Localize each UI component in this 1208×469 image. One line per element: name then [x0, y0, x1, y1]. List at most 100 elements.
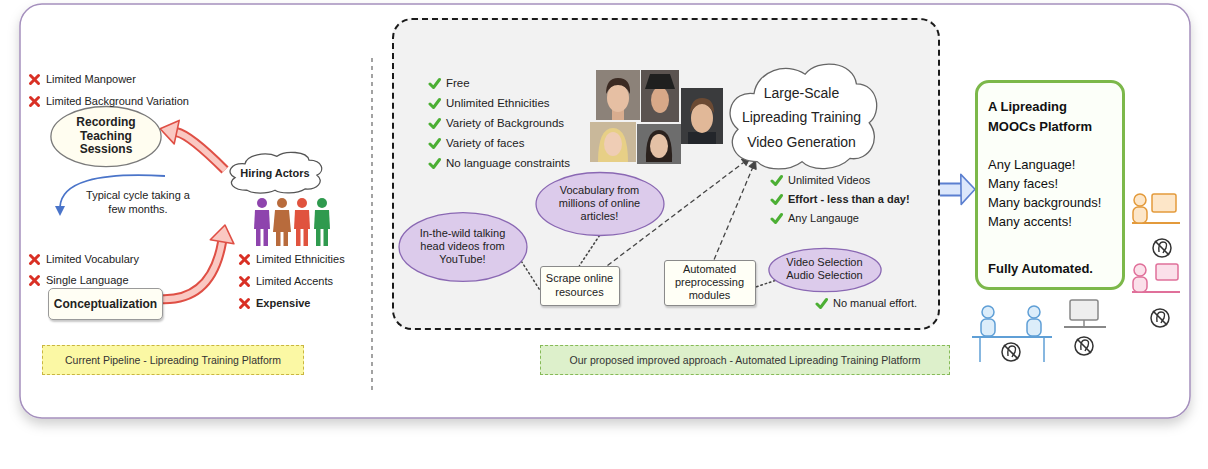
stand [1083, 320, 1085, 327]
hair [598, 128, 628, 162]
cross-icon [28, 73, 41, 86]
source-ellipse: Vocabulary from millions of online artic… [535, 172, 665, 236]
connector-line [714, 168, 752, 260]
text-row: Free [428, 76, 470, 90]
text-area: Hiring Actors [227, 155, 323, 191]
table [972, 336, 1052, 338]
drawback-text: Limited Accents [256, 274, 333, 288]
body [1133, 277, 1147, 292]
label-row: Limited Vocabulary [28, 252, 139, 266]
check-icon [815, 297, 828, 310]
connector-line [940, 184, 961, 194]
cross-stroke [241, 299, 249, 307]
arrow-head [55, 206, 65, 216]
check-stroke [772, 214, 782, 222]
deaf-icon [1151, 309, 1169, 327]
node-text: Automated preprocessing modules [668, 263, 752, 303]
platform-box: A Lipreading MOOCs PlatformAny Language!… [975, 80, 1125, 290]
cross-icon [238, 253, 251, 266]
drawback-text: Limited Manpower [46, 72, 136, 86]
text-area: Scrape online resources [544, 268, 616, 304]
label-row: Limited Ethnicities [238, 252, 345, 266]
text-row: No language constraints [428, 156, 570, 170]
check-stroke [430, 119, 440, 127]
head [1028, 306, 1040, 318]
body [1133, 207, 1147, 223]
node-text: No language constraints [446, 156, 570, 170]
node-text: Many faces! [988, 174, 1058, 193]
slash [1004, 345, 1018, 359]
check-stroke [430, 159, 440, 167]
ellipse-shape [51, 106, 161, 166]
drawback-text: Limited Background Variation [46, 94, 189, 108]
text-area: Recording Teaching Sessions [65, 115, 148, 158]
text-row: Fully Automated. [988, 259, 1093, 279]
table-leg [979, 337, 981, 362]
body [314, 210, 330, 229]
caption-box: Our proposed improved approach - Automat… [540, 345, 950, 375]
connector-line [756, 281, 776, 288]
check-icon [770, 174, 783, 187]
label-row: Effort - less than a day! [770, 192, 910, 206]
node-text: Recording Teaching Sessions [65, 116, 148, 157]
node-text: Conceptualization [54, 297, 157, 311]
arrow-head [961, 174, 975, 204]
connector-line [521, 261, 539, 289]
cross-stroke [31, 276, 39, 284]
body [254, 210, 270, 229]
cross-stroke [31, 97, 39, 105]
shirt [688, 132, 716, 144]
label-row: Expensive [238, 296, 310, 310]
table-leg [1043, 337, 1045, 362]
cross-stroke [241, 299, 249, 307]
node-text: Any Language! [988, 155, 1075, 174]
node-text: Variety of faces [446, 136, 524, 150]
check-stroke [772, 195, 782, 203]
text-area: Vocabulary from millions of online artic… [551, 181, 647, 226]
check-icon [428, 137, 441, 150]
cross-icon [238, 275, 251, 288]
benefit-text: Unlimited Videos [788, 173, 870, 187]
leg [324, 229, 329, 246]
drawback-text: Expensive [256, 296, 310, 310]
label-row: Single Language [28, 273, 129, 287]
text-area: In-the-wild talking head videos from You… [414, 222, 510, 271]
check-icon [428, 117, 441, 130]
cross-stroke [241, 255, 249, 263]
arrow-head [210, 225, 234, 244]
connector-line [940, 182, 961, 196]
arrow-head [160, 120, 179, 143]
group-fill [392, 18, 940, 330]
text-row: A Lipreading MOOCs Platform [988, 97, 1106, 137]
node-text: Our proposed improved approach - Automat… [570, 354, 921, 366]
cross-stroke [31, 255, 39, 263]
cross-stroke [31, 255, 39, 263]
selection-ellipse: Video Selection Audio Selection [768, 248, 882, 292]
deaf-icon [1153, 239, 1171, 257]
hair [606, 78, 630, 94]
text-row: Many backgrounds! [988, 193, 1101, 212]
connector-line [177, 132, 225, 170]
label-row: Limited Accents [238, 274, 333, 288]
icon-ring [1075, 337, 1093, 355]
text-area: Large-Scale Lipreading Training Video Ge… [739, 80, 864, 155]
check-icon [428, 157, 441, 170]
face-photos [590, 70, 723, 164]
connector [163, 225, 234, 299]
check-stroke [430, 79, 440, 87]
process-box: Automated preprocessing modules [664, 260, 756, 306]
deaf-icon [1002, 343, 1020, 361]
ellipse-shape [768, 248, 880, 291]
monitor [1152, 194, 1176, 212]
text-row: Many faces! [988, 174, 1058, 193]
node-text: Scrape online resources [544, 272, 616, 298]
process-box: Scrape online resources [540, 266, 620, 306]
drawback-text: Limited Ethnicities [256, 252, 345, 266]
label-row: Limited Background Variation [28, 94, 189, 108]
label-row: Limited Manpower [28, 72, 136, 86]
check-stroke [430, 99, 440, 107]
leg [284, 232, 289, 246]
photo [596, 70, 640, 120]
node-text: Variety of Backgrounds [446, 116, 564, 130]
